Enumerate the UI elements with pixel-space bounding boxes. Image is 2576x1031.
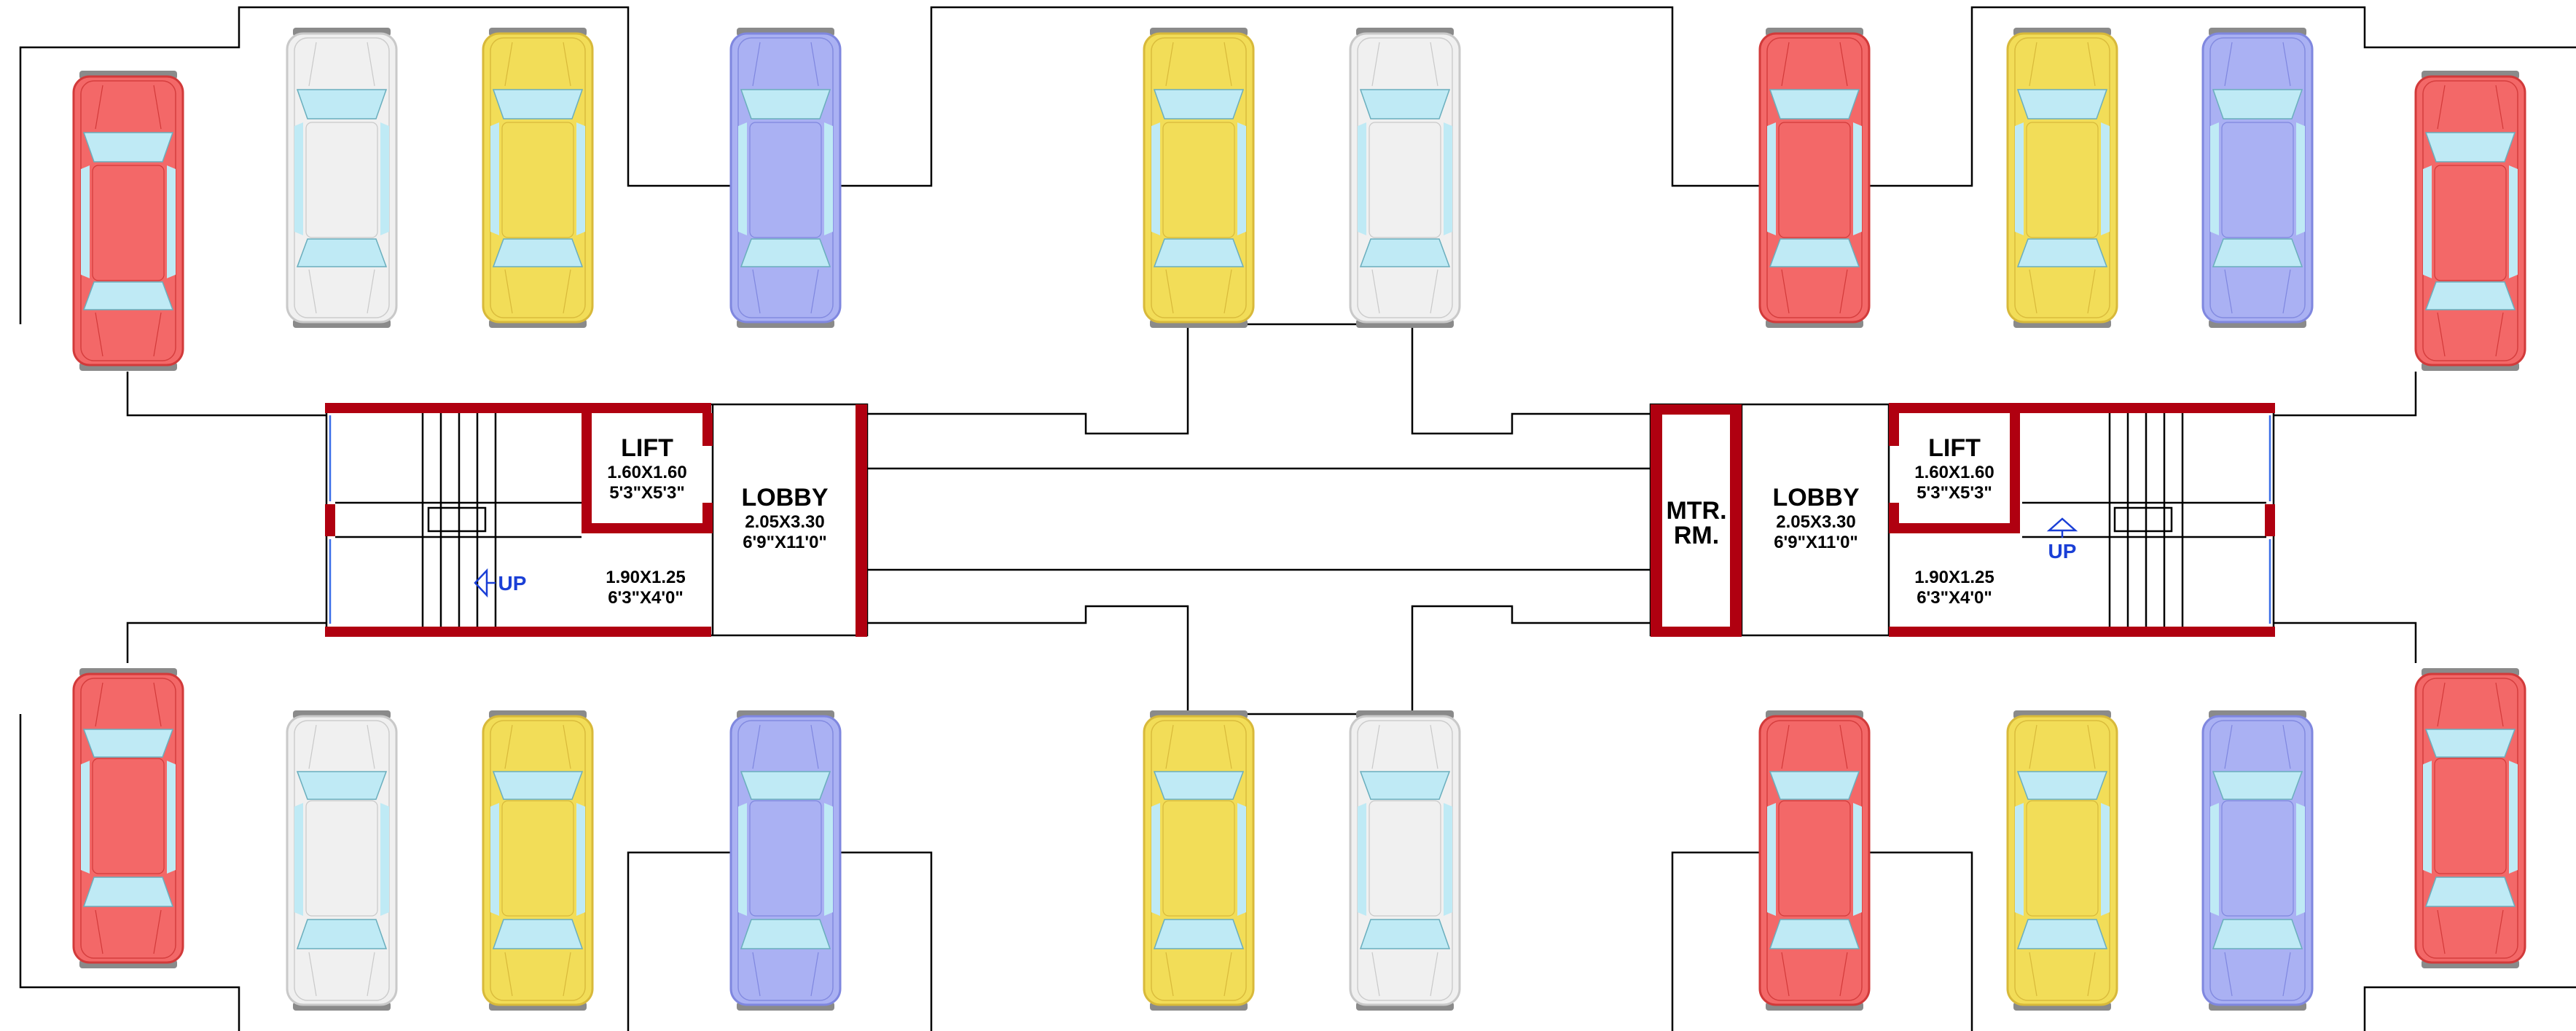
- car-blue-top-9: [2201, 28, 2314, 328]
- meter-room-label-line1: MTR.: [1666, 497, 1726, 525]
- stair-up-label: UP: [2048, 540, 2077, 562]
- car-white-bottom-2: [286, 710, 398, 1011]
- lobby-title: LOBBY: [1773, 484, 1860, 511]
- car-yellow-bottom-3: [482, 710, 594, 1011]
- car-white-top-6: [1349, 28, 1461, 328]
- lobby-size-imperial: 6'9"X11'0": [1774, 533, 1858, 552]
- car-yellow-bottom-8: [2006, 710, 2118, 1011]
- stair-size-imperial: 6'3"X4'0": [1917, 588, 1992, 608]
- car-blue-bottom-4: [729, 710, 842, 1011]
- lift-size-metric: 1.60X1.60: [607, 463, 686, 482]
- lobby-size-metric: 2.05X3.30: [745, 512, 824, 532]
- stair-size-metric: 1.90X1.25: [606, 568, 685, 587]
- car-white-bottom-6: [1349, 710, 1461, 1011]
- car-red-top-7: [1758, 28, 1871, 328]
- lift-size-imperial: 5'3"X5'3": [1917, 483, 1992, 503]
- lobby-size-imperial: 6'9"X11'0": [743, 533, 827, 552]
- car-red-bottom-1: [72, 668, 184, 968]
- stair-up-arrow-icon: [474, 568, 496, 598]
- stair-size-metric: 1.90X1.25: [1914, 568, 1994, 587]
- lift-size-imperial: 5'3"X5'3": [609, 483, 685, 503]
- lift-size-metric: 1.60X1.60: [1914, 463, 1994, 482]
- stair-up-label: UP: [498, 572, 527, 595]
- car-red-bottom-10: [2414, 668, 2526, 968]
- car-white-top-2: [286, 28, 398, 328]
- car-blue-top-4: [729, 28, 842, 328]
- car-red-top-10: [2414, 71, 2526, 371]
- right-service-core: UP MTR. RM. LOBBY 2.05X3.30 6'9"X11'0" L…: [1649, 403, 2275, 637]
- left-service-core: UP LIFT 1.60X1.60 5'3"X5'3" LOBBY 2.05X3…: [325, 403, 869, 637]
- parked-cars: [72, 28, 2526, 1011]
- car-yellow-top-5: [1143, 28, 1255, 328]
- car-yellow-top-8: [2006, 28, 2118, 328]
- stair-size-imperial: 6'3"X4'0": [608, 588, 684, 608]
- parking-boundary-lines: [19, 6, 2576, 1031]
- car-red-top-1: [72, 71, 184, 371]
- lobby-size-metric: 2.05X3.30: [1776, 512, 1855, 532]
- lift-title: LIFT: [1928, 434, 1981, 462]
- car-blue-bottom-9: [2201, 710, 2314, 1011]
- lobby-title: LOBBY: [742, 484, 829, 511]
- meter-room-label-line2: RM.: [1674, 522, 1719, 549]
- car-yellow-top-3: [482, 28, 594, 328]
- car-red-bottom-7: [1758, 710, 1871, 1011]
- lift-title: LIFT: [621, 434, 673, 462]
- car-yellow-bottom-5: [1143, 710, 1255, 1011]
- stair-up-arrow-icon: [2046, 517, 2078, 538]
